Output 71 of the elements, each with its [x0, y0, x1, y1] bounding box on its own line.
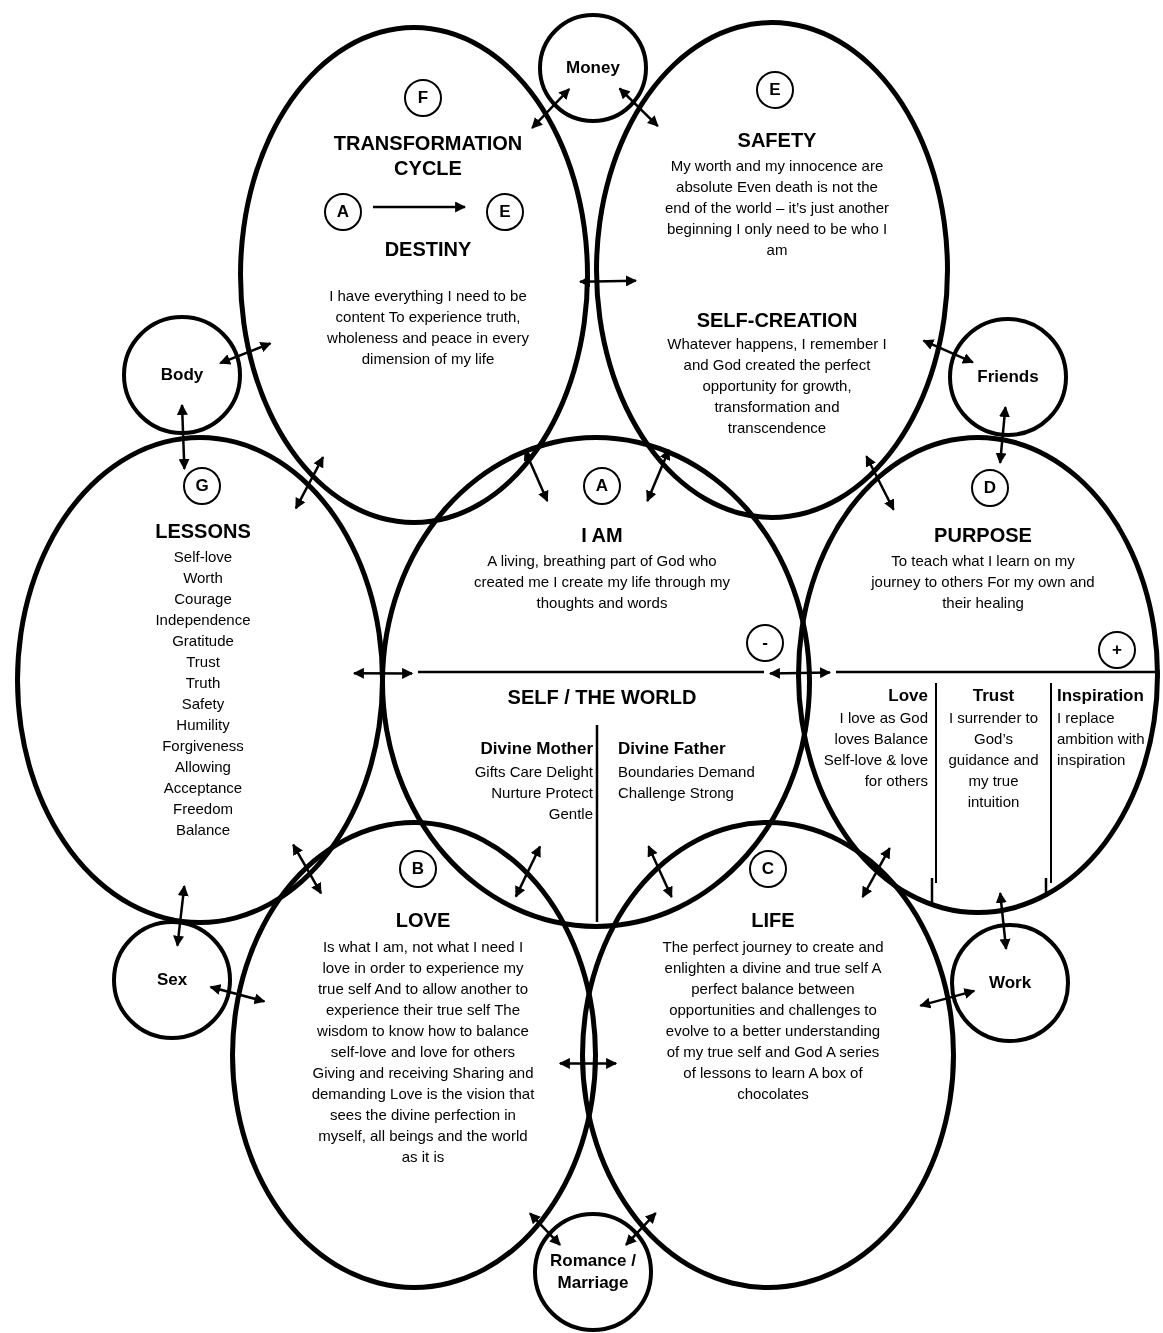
double-arrow — [209, 984, 266, 1005]
column-heading: Inspiration — [1057, 685, 1145, 707]
letter-circle: E — [756, 71, 794, 109]
double-arrow — [922, 339, 974, 364]
heading: PURPOSE — [933, 523, 1033, 548]
letter-circle: G — [183, 467, 221, 505]
description-text: I have everything I need to be content To experience truth, wholeness and peace in every dimension of my life — [326, 286, 530, 369]
double-arrow — [352, 667, 414, 679]
topic-circle: Sex — [112, 920, 232, 1040]
letter-circle: D — [971, 469, 1009, 507]
letter-circle: A — [324, 193, 362, 231]
double-arrow — [865, 455, 895, 511]
column-text: I love as God loves Balance Self-love & love for others — [822, 708, 928, 791]
description-text: A living, breathing part of God who created me I create my life through my thoughts and words — [473, 551, 731, 613]
ellipse — [380, 435, 812, 929]
double-arrow — [618, 87, 659, 127]
column-heading: Love — [887, 685, 928, 707]
topic-circle: Romance / Marriage — [533, 1212, 653, 1332]
double-arrow — [173, 885, 189, 947]
double-arrow — [514, 845, 542, 898]
double-arrow — [531, 88, 571, 129]
double-arrow — [578, 275, 637, 288]
heading: LOVE — [394, 908, 452, 933]
heading: Divine Mother — [479, 738, 593, 760]
letter-circle: - — [746, 624, 784, 662]
letter-circle: A — [583, 467, 621, 505]
double-arrow — [995, 406, 1010, 464]
description-text: Self-love Worth Courage Independence Gratitude Trust Truth Safety Humility Forgiveness Allowing Acceptance Freedom Balance — [154, 547, 252, 840]
letter-circle: F — [404, 79, 442, 117]
double-arrow — [768, 667, 832, 679]
heading: SELF-CREATION — [695, 308, 859, 333]
double-arrow — [219, 341, 272, 365]
double-arrow — [861, 847, 891, 898]
topic-circle: Work — [950, 923, 1070, 1043]
topic-circle: Money — [538, 13, 648, 123]
double-arrow — [529, 1212, 561, 1246]
letter-circle: + — [1098, 631, 1136, 669]
description-text: To teach what I learn on my journey to others For my own and their healing — [870, 551, 1096, 613]
column-heading: Trust — [971, 685, 1016, 707]
column-text: I surrender to God’s guidance and my true intuition — [947, 708, 1040, 812]
description-text: Boundaries Demand Challenge Strong — [618, 762, 756, 803]
heading: TRANSFORMATION CYCLE — [332, 131, 524, 181]
double-arrow — [995, 892, 1011, 950]
description-text: Gifts Care Delight Nurture Protect Gentle — [473, 762, 593, 824]
description-text: Whatever happens, I remember I and God created the perfect opportunity for growth, transformation and transcendence — [666, 334, 888, 438]
double-arrow — [292, 843, 323, 895]
double-arrow — [176, 403, 190, 470]
arrow — [373, 201, 467, 213]
letter-circle: C — [749, 850, 787, 888]
letter-circle: E — [486, 193, 524, 231]
description-text: My worth and my innocence are absolute Even death is not the end of the world – it’s just another beginning I only need to be who I am — [664, 156, 890, 260]
double-arrow — [647, 845, 673, 898]
ellipse — [15, 435, 385, 925]
heading: I AM — [580, 523, 624, 548]
heading: SAFETY — [736, 128, 818, 153]
double-arrow — [919, 988, 976, 1009]
double-arrow — [294, 456, 325, 510]
letter-circle: B — [399, 850, 437, 888]
heading: Divine Father — [618, 738, 727, 760]
double-arrow — [558, 1057, 618, 1069]
topic-circle: Friends — [948, 317, 1068, 437]
heading: SELF / THE WORLD — [506, 685, 698, 710]
column-text: I replace ambition with inspiration — [1057, 708, 1146, 770]
heading: DESTINY — [383, 237, 473, 262]
description-text: Is what I am, not what I need I love in order to experience my true self And to allow another to experience their true self The wisdom to know how to balance self-love and love for others Giving and receiving Sharing and demanding Love is the vision that sees the divine perfection in myself, all beings and the world as it is — [310, 937, 536, 1167]
topic-circle: Body — [122, 315, 242, 435]
description-text: The perfect journey to create and enlighten a divine and true self A perfect balance between opportunities and challenges to evolve to a better understanding of my true self and God A series of lessons to learn A box of chocolates — [661, 937, 885, 1104]
heading: LESSONS — [154, 519, 252, 544]
ellipse — [796, 435, 1160, 915]
heading: LIFE — [750, 908, 796, 933]
double-arrow — [625, 1212, 657, 1246]
